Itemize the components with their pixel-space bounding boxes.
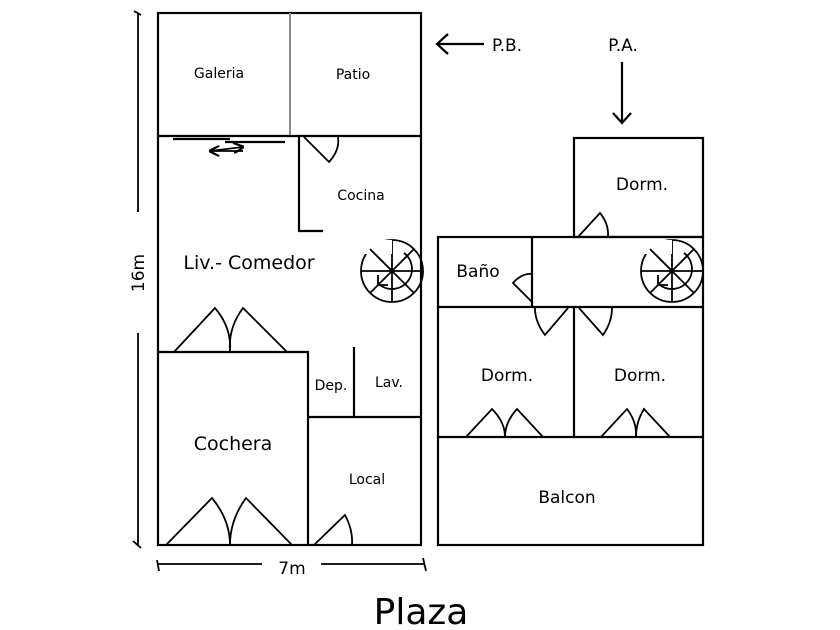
door-swing-icon: [577, 211, 609, 238]
room-label-bano: Baño: [456, 262, 499, 282]
ground-floor-plan: [156, 11, 424, 547]
upper-floor-marker: P.A.: [608, 36, 638, 56]
double-door-icon: [600, 407, 671, 438]
width-label: 7m: [278, 559, 305, 579]
room-label-cocina: Cocina: [337, 188, 384, 204]
height-dimension: [132, 10, 142, 549]
double-door-icon: [173, 306, 288, 353]
cochera-wall: [158, 350, 310, 545]
local-door-icon: [313, 513, 354, 546]
upper-floor-plan: [436, 136, 705, 547]
room-label-patio: Patio: [336, 67, 370, 83]
room-label-dep: Dep.: [315, 378, 348, 394]
spiral-stair-icon: [360, 239, 424, 303]
garage-double-door-icon: [165, 496, 293, 546]
door-swing-icon: [303, 136, 340, 164]
bano-door-icon: [511, 273, 533, 303]
room-label-dorm-left: Dorm.: [481, 366, 533, 386]
room-label-lav: Lav.: [375, 375, 403, 391]
plan-title: Plaza: [374, 592, 469, 630]
width-dimension: [156, 557, 427, 572]
arrow-left-icon: [435, 33, 484, 55]
sliding-door-icon: [173, 137, 285, 151]
room-label-cochera: Cochera: [194, 433, 273, 455]
room-label-galeria: Galeria: [194, 66, 244, 82]
room-label-balcon: Balcon: [538, 488, 595, 508]
height-label: 16m: [129, 254, 149, 292]
double-door-icon: [465, 407, 544, 438]
spiral-stair-icon: [640, 239, 704, 303]
upper-floor-outline: [436, 235, 705, 547]
ground-floor-marker: P.B.: [492, 36, 522, 56]
cocina-wall: [297, 136, 323, 233]
arrow-down-icon: [612, 62, 632, 125]
room-label-dorm-top: Dorm.: [616, 175, 668, 195]
door-pair-icon: [534, 307, 613, 337]
room-label-living: Liv.- Comedor: [183, 252, 314, 274]
room-label-dorm-right: Dorm.: [614, 366, 666, 386]
room-label-local: Local: [349, 472, 385, 488]
